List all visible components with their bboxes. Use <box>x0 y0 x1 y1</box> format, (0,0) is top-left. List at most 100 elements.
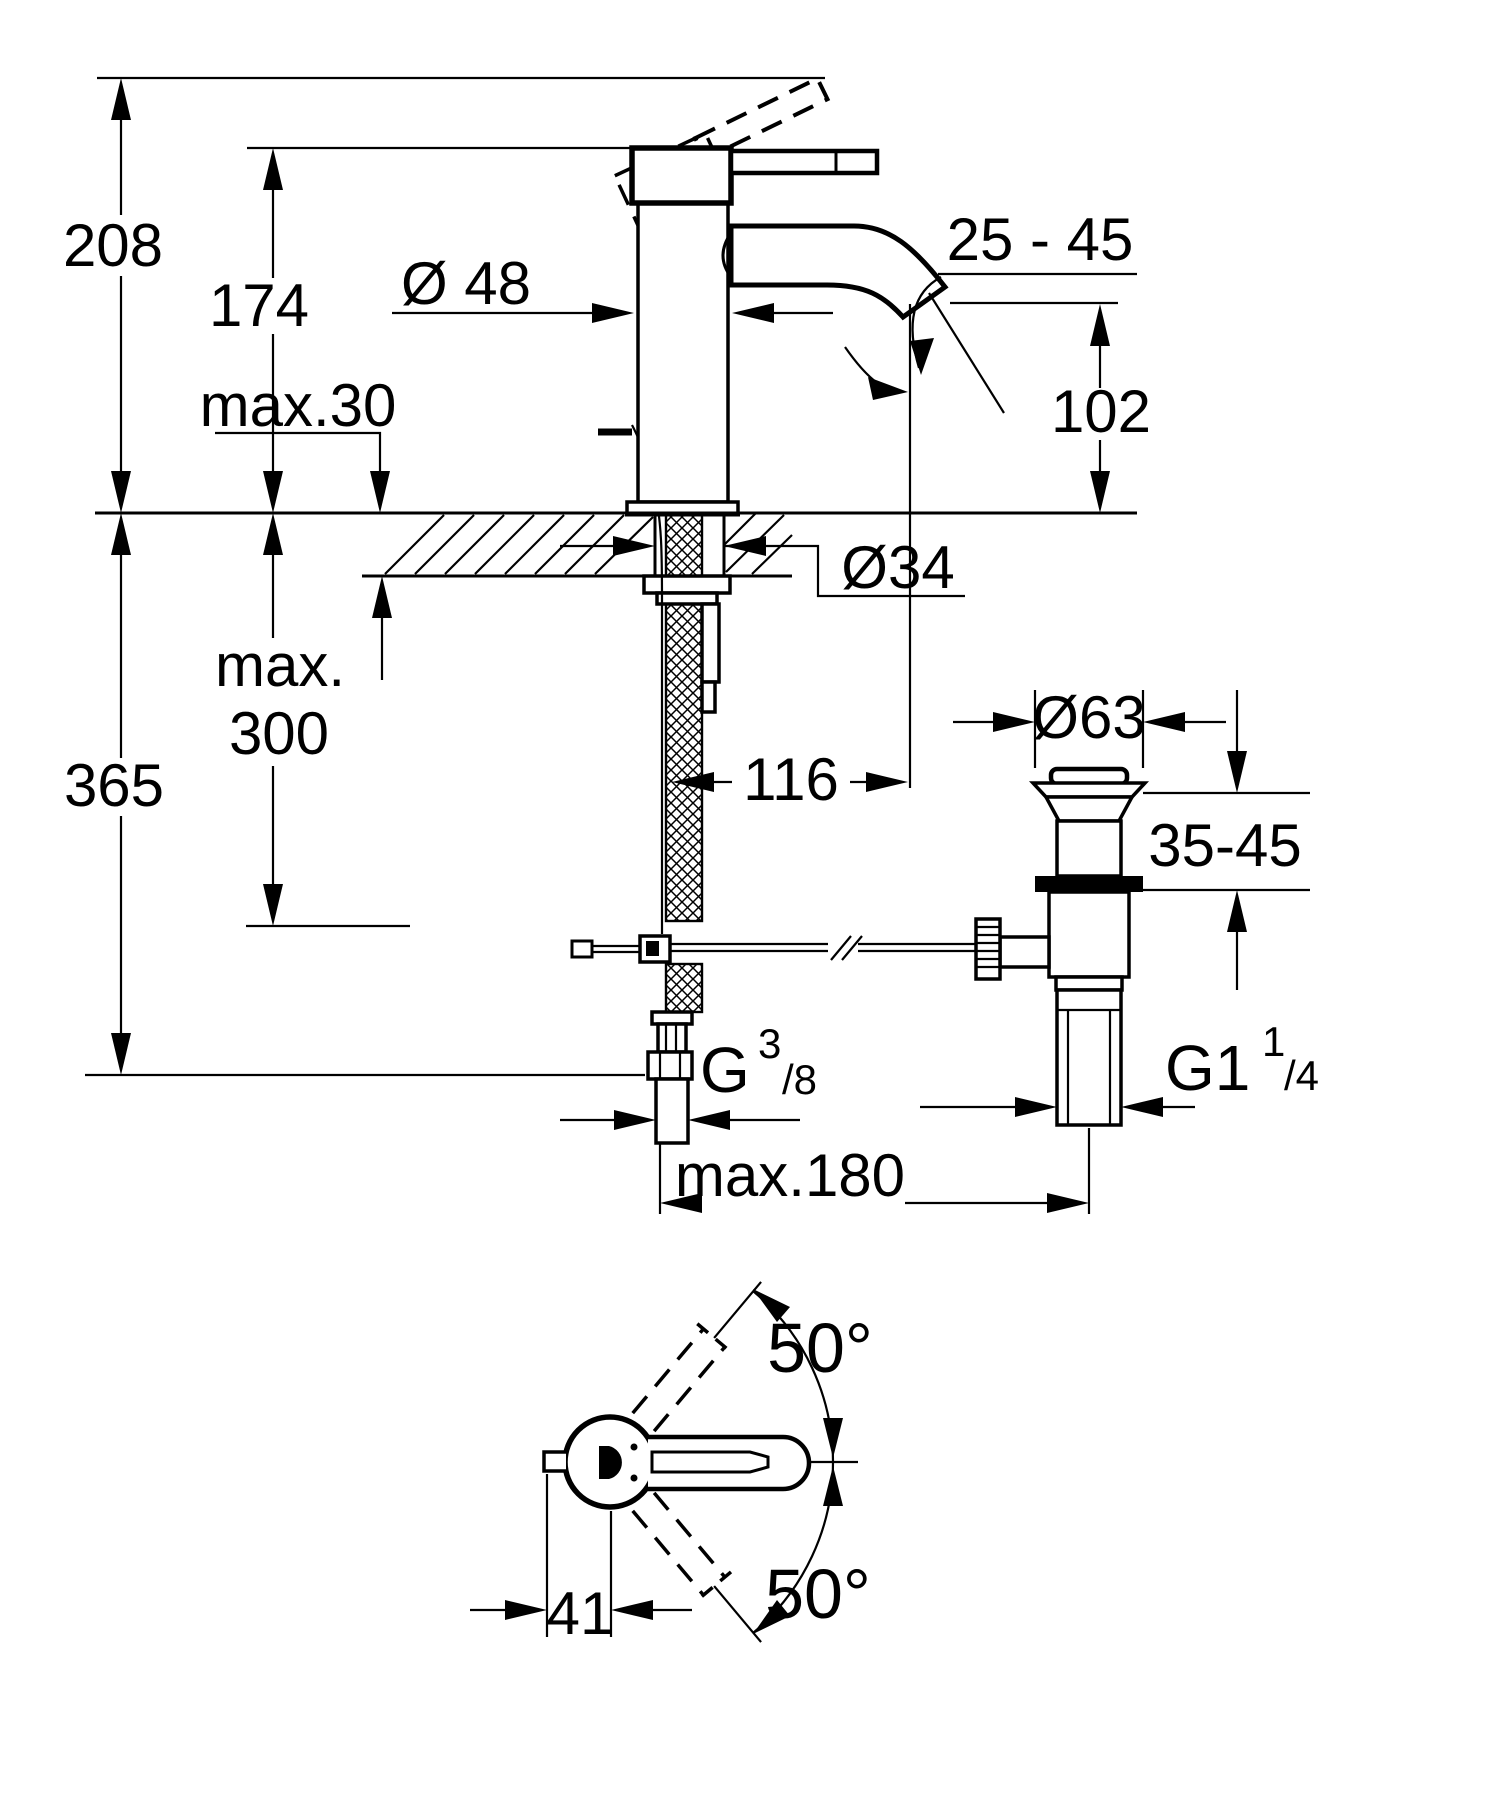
waste-step <box>1054 975 1124 992</box>
spray-angle-construction <box>844 276 1005 788</box>
leader-max30 <box>215 431 382 472</box>
screw-dot-icon <box>630 1474 638 1482</box>
hose-thread-section <box>656 1022 688 1054</box>
arrowhead-arc-icon <box>910 338 934 375</box>
faucet-body <box>636 201 730 504</box>
arrowhead-arc-icon <box>753 1600 790 1634</box>
arrowhead-left-icon <box>1143 712 1185 732</box>
union-nut-facets <box>658 1052 682 1079</box>
extension-lines-3545 <box>1143 791 1310 892</box>
waste-rod-joiner <box>998 935 1051 969</box>
waste-cone <box>1043 795 1135 823</box>
angle-leg-extension <box>713 1585 762 1643</box>
dim-handle-axis-offset: 41 <box>470 1474 692 1647</box>
dim-supply-thread: G 3 /8 <box>560 1020 817 1130</box>
dim-spout-reach: 116 <box>672 746 908 813</box>
arrowhead-arc-icon <box>753 1289 790 1322</box>
hose-union-nut <box>646 1050 694 1081</box>
dim-height-body: 174 <box>209 148 309 513</box>
dim-365-label: 365 <box>64 752 164 819</box>
arrowhead-left-icon <box>724 536 766 556</box>
g114-label-sub: /4 <box>1284 1052 1319 1099</box>
arrowhead-right-icon <box>613 536 655 556</box>
arrowhead-down-icon <box>111 1033 131 1075</box>
cartridge-head <box>629 145 734 206</box>
arrowhead-left-icon <box>688 1110 730 1130</box>
dim-max180-label: max.180 <box>675 1142 905 1209</box>
arrowhead-right-icon <box>505 1600 547 1620</box>
arrowhead-right-icon <box>1015 1097 1057 1117</box>
dim-50-upper-label: 50° <box>767 1309 873 1387</box>
dim-d48-label: Ø 48 <box>401 250 531 317</box>
front-view: 208 174 365 max. 300 max.30 <box>63 75 1319 1214</box>
arrowhead-up-icon <box>263 513 283 555</box>
arrowhead-down-icon <box>111 471 131 513</box>
waste-seal-ring <box>1035 876 1143 892</box>
dim-hose-max-depth: max. 300 <box>215 513 410 928</box>
dim-spray-angle: 25 - 45 <box>938 206 1137 305</box>
arrowhead-right-icon <box>592 303 634 323</box>
arrowhead-left-icon <box>660 1193 702 1213</box>
dim-208-label: 208 <box>63 212 163 279</box>
dim-2545-label: 25 - 45 <box>947 206 1134 273</box>
deck-hatching <box>384 512 793 575</box>
arrowhead-left-icon <box>611 1600 653 1620</box>
ghost-handle-cap <box>696 1322 733 1354</box>
dim-174-label: 174 <box>209 272 309 339</box>
tailpiece <box>700 602 721 684</box>
knob-knurling <box>976 925 1000 969</box>
waste-linkage <box>570 934 977 964</box>
arrowhead-down-icon <box>263 471 283 513</box>
horizontal-rod-left <box>670 942 828 953</box>
arrowhead-down-icon <box>1227 751 1247 793</box>
arrowhead-left-icon <box>672 772 714 792</box>
dim-d34-label: Ø34 <box>841 534 954 601</box>
dim-50-lower-label: 50° <box>765 1555 871 1633</box>
waste-knurled-knob <box>974 917 1002 981</box>
dim-300-label: 300 <box>229 700 329 767</box>
arrowhead-right-icon <box>993 712 1035 732</box>
dim-41-label: 41 <box>547 1580 614 1647</box>
dim-depth-total: 365 <box>64 513 645 1077</box>
mounting-washer <box>642 574 732 595</box>
arrowhead-up-icon <box>1227 890 1247 932</box>
ghost-handle-cap <box>696 1570 733 1602</box>
arrowhead-right-icon <box>866 772 908 792</box>
ghost-lever-outline <box>692 75 831 162</box>
dim-max-label: max. <box>215 632 345 699</box>
arrowhead-up-icon <box>1090 304 1110 346</box>
dim-max30-label: max.30 <box>200 372 397 439</box>
supply-hose-braided-lower <box>664 962 704 1014</box>
arrowhead-down-icon <box>823 1418 843 1458</box>
handle-top-view <box>648 1434 812 1492</box>
arrowhead-up-icon <box>823 1466 843 1506</box>
dim-waste-thread: G1 1 /4 <box>920 1018 1319 1117</box>
mounting-nut <box>655 591 719 606</box>
arrowhead-arc-icon <box>868 377 908 400</box>
arrowhead-right-icon <box>614 1110 656 1130</box>
dim-swivel-lower: 50° <box>752 1461 871 1634</box>
g38-label-sup: 3 <box>758 1020 781 1067</box>
tailpiece-step <box>700 680 717 714</box>
dim-height-total: 208 <box>63 78 163 513</box>
arrowhead-down-icon <box>1090 471 1110 513</box>
arrowhead-left-icon <box>732 303 774 323</box>
arrowhead-down-icon <box>263 884 283 926</box>
g38-label-main: G <box>700 1034 750 1106</box>
dim-d63-label: Ø63 <box>1032 684 1145 751</box>
spray-angle-line <box>928 292 1005 414</box>
tailpipe-thread-lines <box>1057 1008 1121 1125</box>
arrowhead-up-icon <box>111 78 131 120</box>
waste-flange <box>1028 781 1150 799</box>
arrowhead-up-icon <box>372 576 392 618</box>
plan-view: 50° 50° 41 <box>470 1281 873 1647</box>
dim-swivel-upper: 50° <box>752 1289 873 1463</box>
faucet <box>612 75 949 517</box>
waste-housing <box>1047 890 1131 979</box>
screw-dot-icon <box>630 1443 638 1451</box>
rod-tee-clamp <box>646 941 659 956</box>
dim-3545-label: 35-45 <box>1148 812 1301 879</box>
ghost-handle-lines <box>631 1491 727 1597</box>
